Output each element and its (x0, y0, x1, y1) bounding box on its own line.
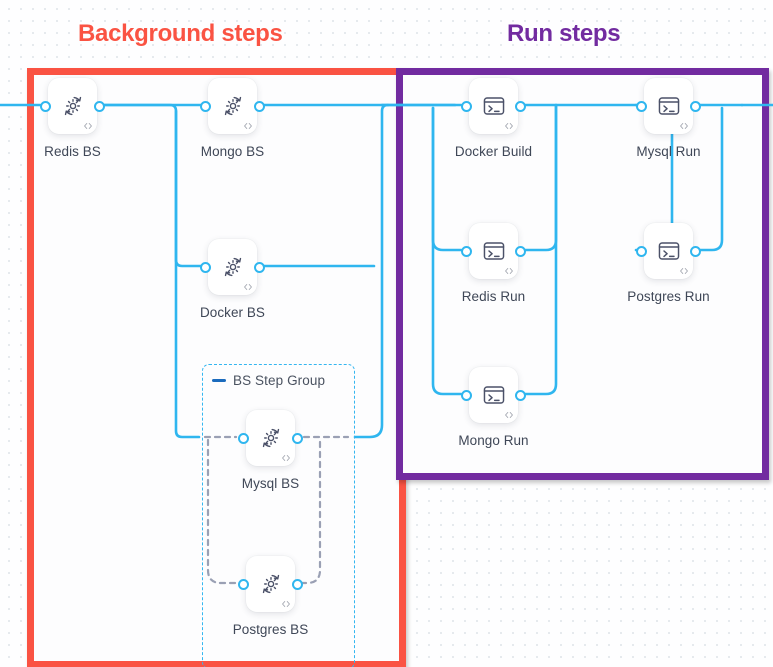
node-card[interactable] (461, 367, 526, 423)
output-port[interactable] (515, 390, 526, 401)
node-card[interactable] (461, 223, 526, 279)
gear-sync-icon (262, 574, 279, 594)
input-port[interactable] (200, 101, 211, 112)
terminal-icon (483, 386, 504, 404)
input-port[interactable] (238, 433, 249, 444)
gear-sync-icon (64, 96, 81, 116)
gear-sync-icon (262, 428, 279, 448)
node-card[interactable] (200, 78, 265, 134)
code-icon (505, 268, 513, 274)
node-postgres-run[interactable]: Postgres Run (627, 223, 710, 304)
code-icon (244, 284, 252, 290)
node-label: Mysql BS (241, 476, 300, 491)
dash-icon[interactable] (212, 379, 226, 382)
code-icon (680, 268, 688, 274)
node-postgres-bs[interactable]: Postgres BS (233, 556, 308, 637)
node-card[interactable] (238, 556, 303, 612)
page-title-background-steps: Background steps (78, 20, 283, 47)
node-label: Docker BS (200, 305, 265, 320)
input-port[interactable] (200, 262, 211, 273)
gear-sync-icon (224, 96, 241, 116)
terminal-icon (658, 97, 679, 115)
bs-step-group-label: BS Step Group (233, 373, 326, 388)
node-mysql-run[interactable]: Mysql Run (636, 78, 701, 159)
node-label: Postgres BS (232, 622, 309, 637)
code-icon (505, 412, 513, 418)
bs-step-group-header[interactable]: BS Step Group (212, 373, 325, 388)
run-steps-frame (396, 68, 769, 480)
terminal-icon (658, 242, 679, 260)
code-icon (282, 601, 290, 607)
input-port[interactable] (461, 101, 472, 112)
output-port[interactable] (254, 101, 265, 112)
code-icon (680, 123, 688, 129)
node-card[interactable] (636, 78, 701, 134)
code-icon (84, 123, 92, 129)
input-port[interactable] (461, 390, 472, 401)
node-label: Docker Build (454, 144, 533, 159)
node-card[interactable] (40, 78, 105, 134)
output-port[interactable] (515, 246, 526, 257)
bs-step-group[interactable]: BS Step Group (202, 364, 355, 667)
terminal-icon (483, 242, 504, 260)
node-label: Redis Run (461, 289, 526, 304)
node-docker-bs[interactable]: Docker BS (200, 239, 265, 320)
input-port[interactable] (40, 101, 51, 112)
node-card[interactable] (461, 78, 526, 134)
node-label: Postgres Run (627, 289, 710, 304)
node-label: Mongo BS (200, 144, 265, 159)
node-redis-run[interactable]: Redis Run (461, 223, 526, 304)
output-port[interactable] (690, 101, 701, 112)
output-port[interactable] (515, 101, 526, 112)
node-card[interactable] (636, 223, 701, 279)
node-mongo-run[interactable]: Mongo Run (458, 367, 529, 448)
node-label: Redis BS (44, 144, 101, 159)
output-port[interactable] (690, 246, 701, 257)
node-card[interactable] (200, 239, 265, 295)
node-docker-build[interactable]: Docker Build (455, 78, 532, 159)
node-label: Mongo Run (458, 433, 529, 448)
code-icon (282, 455, 290, 461)
page-title-run-steps: Run steps (507, 20, 621, 47)
node-redis-bs[interactable]: Redis BS (40, 78, 105, 159)
output-port[interactable] (292, 579, 303, 590)
node-mongo-bs[interactable]: Mongo BS (200, 78, 265, 159)
code-icon (244, 123, 252, 129)
gear-sync-icon (224, 257, 241, 277)
node-mysql-bs[interactable]: Mysql BS (238, 410, 303, 491)
input-port[interactable] (636, 101, 647, 112)
output-port[interactable] (254, 262, 265, 273)
output-port[interactable] (292, 433, 303, 444)
output-port[interactable] (94, 101, 105, 112)
terminal-icon (483, 97, 504, 115)
input-port[interactable] (238, 579, 249, 590)
node-card[interactable] (238, 410, 303, 466)
code-icon (505, 123, 513, 129)
input-port[interactable] (461, 246, 472, 257)
input-port[interactable] (636, 246, 647, 257)
node-label: Mysql Run (636, 144, 701, 159)
